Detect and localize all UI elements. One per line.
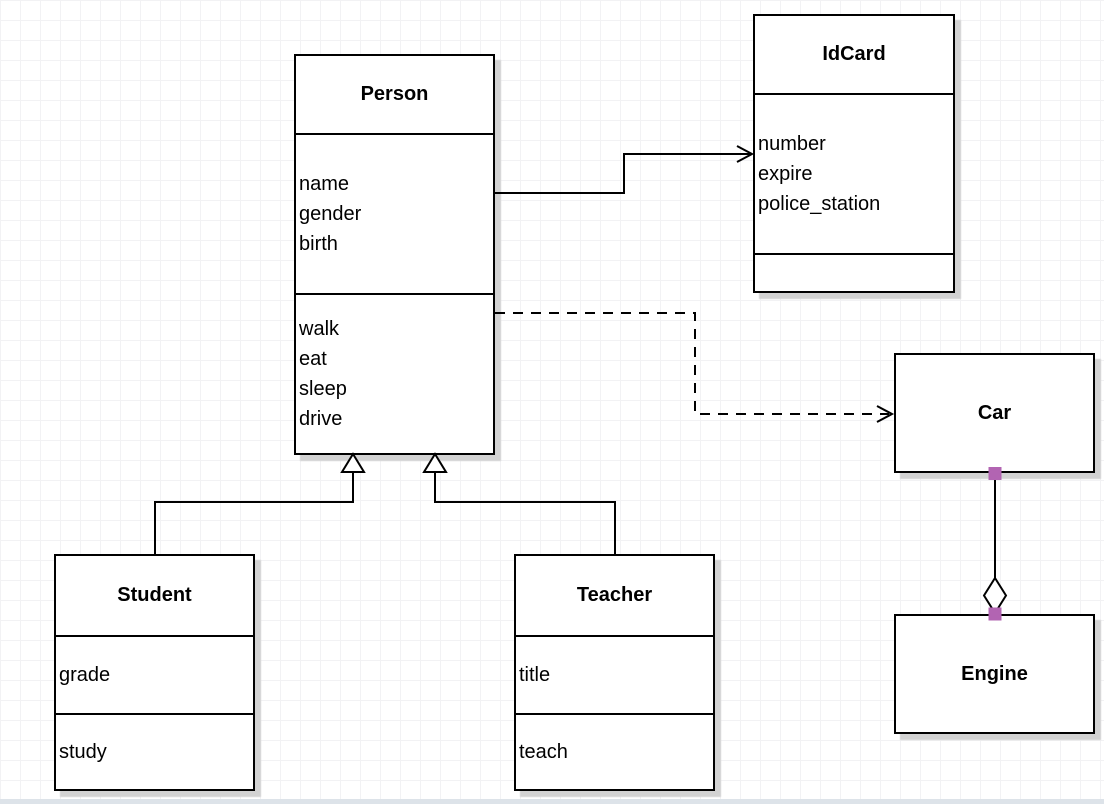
hollow-triangle-icon [422, 452, 448, 473]
connection-endpoint-icon[interactable] [988, 607, 1002, 621]
class-engine-title: Engine [961, 662, 1028, 685]
attribute: title [519, 664, 551, 686]
class-idcard-title: IdCard [822, 43, 886, 65]
class-person[interactable]: Person name gender birth walk eat sleep … [294, 54, 495, 455]
class-engine[interactable]: Engine [894, 614, 1095, 734]
edge-person-car[interactable] [495, 312, 895, 423]
class-teacher[interactable]: Teacher title teach [514, 554, 715, 791]
connection-endpoint-icon[interactable] [988, 467, 1002, 480]
attribute: number [758, 133, 826, 155]
class-teacher-title: Teacher [576, 584, 653, 606]
class-person-attributes: name gender birth [296, 133, 493, 293]
class-student-title: Student [117, 584, 192, 606]
edge-person-idcard[interactable] [495, 145, 755, 194]
class-person-methods: walk eat sleep drive [296, 293, 493, 453]
open-arrow-icon [736, 145, 755, 163]
class-idcard-attributes: number expire police_station [755, 93, 953, 253]
class-student[interactable]: Student grade study [54, 554, 255, 791]
class-student-methods: study [56, 713, 253, 789]
method: drive [299, 408, 343, 430]
attribute: police_station [758, 193, 881, 215]
attribute: birth [299, 233, 338, 255]
open-arrow-icon [876, 405, 895, 423]
hollow-triangle-icon [340, 452, 366, 473]
method: study [59, 741, 107, 763]
class-person-title: Person [360, 83, 429, 105]
method: eat [299, 348, 327, 370]
class-teacher-methods: teach [516, 713, 713, 789]
method: teach [519, 741, 568, 763]
class-teacher-attributes: title [516, 635, 713, 713]
attribute: gender [299, 203, 362, 225]
attribute: expire [758, 163, 813, 185]
method: walk [299, 318, 340, 340]
edge-teacher-person[interactable] [422, 452, 616, 554]
attribute: name [299, 173, 350, 195]
class-idcard[interactable]: IdCard number expire police_station [753, 14, 955, 293]
class-car-title: Car [977, 401, 1012, 424]
edge-car-engine[interactable] [982, 467, 1008, 621]
method: sleep [299, 378, 347, 400]
class-idcard-methods-empty [755, 253, 953, 291]
page-bottom-edge [0, 799, 1104, 804]
class-student-attributes: grade [56, 635, 253, 713]
attribute: grade [59, 664, 111, 686]
class-car[interactable]: Car [894, 353, 1095, 473]
edge-student-person[interactable] [154, 452, 366, 554]
